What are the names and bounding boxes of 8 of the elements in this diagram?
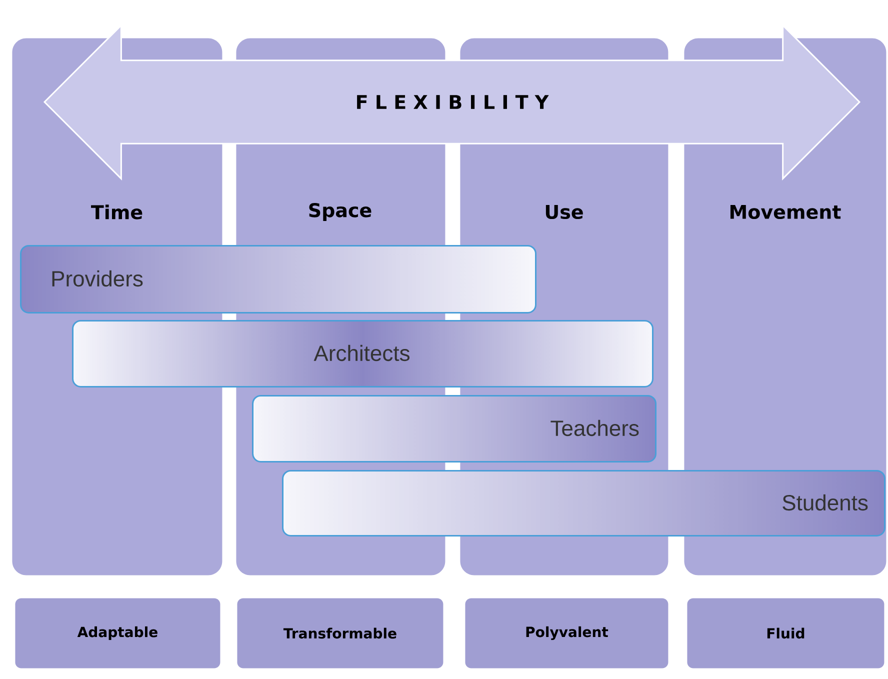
category-box: Adaptable bbox=[15, 598, 220, 668]
group-bar: Providers bbox=[20, 245, 536, 314]
category-box: Polyvalent bbox=[465, 598, 668, 668]
category-box: Fluid bbox=[687, 598, 884, 668]
group-bar: Teachers bbox=[252, 395, 656, 462]
category-box: Transformable bbox=[237, 598, 444, 668]
group-bar: Students bbox=[282, 470, 886, 536]
group-bar: Architects bbox=[72, 320, 654, 388]
